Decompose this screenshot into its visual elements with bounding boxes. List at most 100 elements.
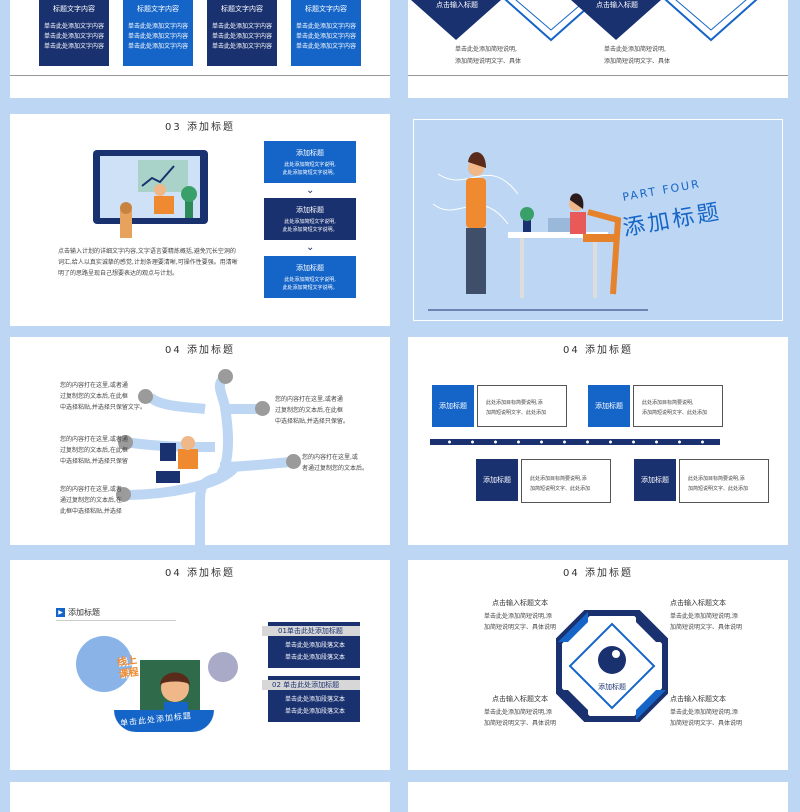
tree-text-line: 者通过复制您的文本后。 <box>302 465 369 472</box>
info-card-line: 单击此处添加文字内容 <box>295 43 356 50</box>
info-card-line: 单击此处添加文字内容 <box>127 33 188 40</box>
chevron-down-icon: ⌄ <box>306 185 315 196</box>
tree-text-line: 中选择粘贴,并选择只保留。 <box>275 418 349 425</box>
tree-text-line: 中选择粘贴,并选择只保留文字。 <box>60 404 146 411</box>
slide-4[interactable]: PART FOUR 添加标题 <box>408 114 788 326</box>
timeline-label[interactable]: 添加标题 <box>476 459 518 501</box>
info-card-line: 单击此处添加文字内容 <box>211 23 272 30</box>
corner-line: 加简短说明文字、具体说明 <box>670 720 743 727</box>
deco-circle <box>76 636 132 692</box>
corner-line: 单击此处添加简短说明,添 <box>670 613 738 620</box>
slide-10[interactable] <box>408 782 788 812</box>
tree-text-line: 您的内容打在这里,或者通 <box>60 436 128 443</box>
list-item-line: 单击此处添加段落文本 <box>285 642 346 649</box>
info-card-line: 单击此处添加文字内容 <box>127 23 188 30</box>
timeline-label-text: 添加标题 <box>483 476 511 484</box>
slide-8[interactable]: 04 添加标题 添加标题 点击输入标题文本 单击此处添加简短说明,添 加简短说明… <box>408 560 788 770</box>
info-card-line: 单击此处添加文字内容 <box>43 23 104 30</box>
slide-desc-line: 点击输入计划的详细文字内容,文字语言要精炼概括,避免冗长空洞的 <box>58 248 236 255</box>
office-illustration <box>428 152 648 311</box>
play-icon: ▶ <box>56 608 65 617</box>
slide-9[interactable] <box>10 782 390 812</box>
list-item-title: 01单击此处添加标题 <box>278 627 343 635</box>
center-label: 添加标题 <box>598 683 626 691</box>
timeline-dots <box>438 440 718 444</box>
info-card-line: 单击此处添加文字内容 <box>295 33 356 40</box>
step-title: 添加标题 <box>296 148 324 157</box>
timeline-label-text: 添加标题 <box>595 402 623 410</box>
timeline-desc: 加简短说明文字、此处添加 <box>688 486 749 492</box>
slide-5[interactable]: 04 添加标题 您的内容打在这里,或者通 过复制您的文本后,在此框 中选择粘贴,… <box>10 337 390 545</box>
slide-title: 04 添加标题 <box>165 568 235 579</box>
corner-title: 点击输入标题文本 <box>492 695 548 703</box>
slide-desc-line: 词汇,给人以真实诚挚的感觉,计划条理要清晰,可操作性要强。用清晰 <box>58 259 238 266</box>
info-card-line: 单击此处添加文字内容 <box>43 33 104 40</box>
slide-3[interactable]: 03 添加标题 点击输入计划的详细文字内容,文字语言要精炼概括,避免冗长空洞的 … <box>10 114 390 326</box>
slide-1[interactable]: 标题文字内容 单击此处添加文字内容 单击此处添加文字内容 单击此处添加文字内容 … <box>10 0 390 98</box>
info-card-title: 标题文字内容 <box>53 5 95 13</box>
timeline-desc: 加简短说明文字、此处添加 <box>486 410 547 416</box>
step-line: 此处添加简短文字说明。 <box>282 226 338 233</box>
timeline-desc: 此处添加目标简要说明,添 <box>486 400 543 406</box>
timeline-label[interactable]: 添加标题 <box>588 385 630 427</box>
slide-6[interactable]: 04 添加标题 添加标题 此处添加目标简要说明,添 加简短说明文字、此处添加 添… <box>408 337 788 545</box>
timeline-desc: 添加简短说明文字、此处添加 <box>642 410 708 416</box>
info-card[interactable]: 标题文字内容 单击此处添加文字内容 单击此处添加文字内容 单击此处添加文字内容 <box>207 0 277 66</box>
corner-line: 单击此处添加简短说明,添 <box>484 613 552 620</box>
tree-text-line: 您的内容打在这里,或 <box>302 454 358 461</box>
tree-node <box>138 389 153 404</box>
tree-node <box>286 454 301 469</box>
step-box[interactable]: 添加标题 此处添加简短文字说明, 此处添加简短文字说明。 <box>264 256 356 298</box>
timeline-label[interactable]: 添加标题 <box>634 459 676 501</box>
tree-text-line: 过复制您的文本后,在此框 <box>60 447 128 454</box>
deco-circle <box>208 652 238 682</box>
step-line: 此处添加简短文字说明, <box>284 218 336 225</box>
info-card-line: 单击此处添加文字内容 <box>211 33 272 40</box>
slide-2[interactable]: 点击输入标题 点击输入标题 单击此处添加简短说明, 添加简短说明文字、具体 单击… <box>408 0 788 98</box>
tree-text-line: 您的内容打在这里,或者 <box>60 486 122 493</box>
list-item-line: 单击此处添加段落文本 <box>285 696 346 703</box>
info-card-title: 标题文字内容 <box>221 5 263 13</box>
timeline-label-text: 添加标题 <box>439 402 467 410</box>
slide-7[interactable]: 04 添加标题 ▶ 添加标题 线上 课程 单击此处添加标题 01单击此处添加标题… <box>10 560 390 770</box>
info-card[interactable]: 标题文字内容 单击此处添加文字内容 单击此处添加文字内容 单击此处添加文字内容 <box>123 0 193 66</box>
tree-node <box>116 487 131 502</box>
diamond-desc: 添加简短说明文字、具体 <box>604 58 671 65</box>
info-card-title: 标题文字内容 <box>137 5 179 13</box>
tree-node <box>255 401 270 416</box>
tree-text-line: 过复制您的文本后,在此框 <box>60 393 128 400</box>
section-tag-underline <box>56 620 176 621</box>
list-item-title-bar <box>262 626 360 636</box>
timeline-desc: 加简短说明文字、此处添加 <box>530 486 591 492</box>
info-card[interactable]: 标题文字内容 单击此处添加文字内容 单击此处添加文字内容 单击此处添加文字内容 <box>39 0 109 66</box>
corner-title: 点击输入标题文本 <box>670 695 726 703</box>
list-item-line: 单击此处添加段落文本 <box>285 708 346 715</box>
banner[interactable] <box>114 710 214 732</box>
list-item-title: 02 单击此处添加标题 <box>272 681 340 689</box>
timeline-label[interactable]: 添加标题 <box>432 385 474 427</box>
badge: 线上 课程 <box>116 654 143 681</box>
step-line: 此处添加简短文字说明, <box>284 161 336 168</box>
step-box[interactable]: 添加标题 此处添加简短文字说明, 此处添加简短文字说明。 <box>264 198 356 240</box>
slide-desc-line: 明了的思路呈现自己想要表达的观点与计划。 <box>58 270 179 277</box>
timeline-desc-box <box>477 385 567 427</box>
section-tag: 添加标题 <box>68 608 100 617</box>
slide-title: 04 添加标题 <box>165 345 235 356</box>
tree-node <box>218 369 233 384</box>
corner-title: 点击输入标题文本 <box>670 599 726 607</box>
tree-text-line: 此框中选择粘贴,并选择 <box>60 508 122 515</box>
step-box[interactable]: 添加标题 此处添加简短文字说明, 此处添加简短文字说明。 <box>264 141 356 183</box>
tree-text-line: 通过复制您的文本后,在 <box>60 497 122 504</box>
tree-text-line: 您的内容打在这里,或者通 <box>60 382 128 389</box>
step-title: 添加标题 <box>296 263 324 272</box>
diamond-desc: 单击此处添加简短说明, <box>604 46 666 53</box>
info-card[interactable]: 标题文字内容 单击此处添加文字内容 单击此处添加文字内容 单击此处添加文字内容 <box>291 0 361 66</box>
timeline-desc-box <box>679 459 769 503</box>
timeline-desc: 此处添加目标简要说明,添 <box>688 476 745 482</box>
slide-title: 04 添加标题 <box>563 568 633 579</box>
diamond-graphic <box>411 0 758 42</box>
chevron-down-icon: ⌄ <box>306 242 315 253</box>
tree-text-line: 您的内容打在这里,或者通 <box>275 396 343 403</box>
info-card-line: 单击此处添加文字内容 <box>43 43 104 50</box>
tree-text-line: 过复制您的文本后,在此框 <box>275 407 343 414</box>
